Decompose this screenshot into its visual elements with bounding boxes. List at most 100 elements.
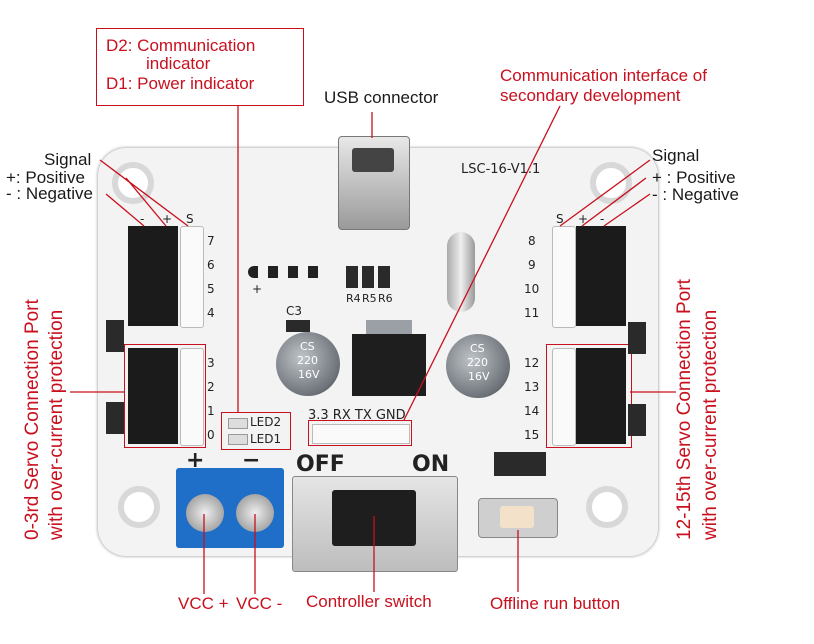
right-num-9: 9 bbox=[528, 258, 536, 272]
comm-header bbox=[312, 424, 410, 444]
led-highlight bbox=[221, 412, 291, 450]
label-signal-left: Signal bbox=[44, 150, 92, 169]
mounting-hole-bottom-right bbox=[586, 486, 628, 528]
silk-r6: R6 bbox=[378, 292, 393, 305]
left-header-signal: S bbox=[186, 212, 194, 226]
terminal-screw-plus bbox=[186, 494, 224, 532]
left-num-4: 4 bbox=[207, 306, 215, 320]
leader-left-negative bbox=[105, 193, 145, 227]
electrolytic-capacitor-right bbox=[446, 334, 510, 398]
led-d1 bbox=[228, 434, 248, 445]
right-header-lower-white bbox=[552, 348, 576, 446]
voltage-regulator bbox=[352, 334, 426, 396]
label-right-port-line2: with over-current protection bbox=[700, 309, 721, 540]
label-comm-interface-1: Communication interface of bbox=[500, 66, 707, 85]
label-d2: D2: Communication bbox=[106, 36, 256, 55]
left-header-minus: - bbox=[140, 212, 145, 226]
crystal-oscillator bbox=[447, 232, 475, 312]
resistor-r4 bbox=[378, 266, 390, 288]
label-positive-left: +: Positive bbox=[6, 168, 85, 187]
mounting-hole-top-right bbox=[590, 162, 632, 204]
right-num-15: 15 bbox=[524, 428, 540, 442]
isp-pads bbox=[248, 266, 324, 278]
cap-right-line3: 16V bbox=[468, 370, 490, 383]
label-left-port-line1: 0-3rd Servo Connection Port bbox=[22, 299, 43, 540]
right-num-10: 10 bbox=[524, 282, 540, 296]
left-header-upper bbox=[128, 226, 178, 326]
label-positive-right: + : Positive bbox=[652, 168, 736, 187]
led-d2 bbox=[228, 418, 248, 429]
silk-led1: LED1 bbox=[250, 432, 282, 446]
silk-comm-pins: 3.3 RX TX GND bbox=[308, 408, 406, 423]
left-num-2: 2 bbox=[207, 380, 215, 394]
resistor-r5 bbox=[362, 266, 374, 288]
label-vcc-plus: VCC + bbox=[178, 594, 229, 613]
fuse-left-2 bbox=[106, 402, 124, 434]
silk-r5: R5 bbox=[362, 292, 377, 305]
isp-plus-mark: + bbox=[252, 282, 263, 296]
terminal-plus-mark: + bbox=[186, 448, 205, 473]
label-vcc-minus: VCC - bbox=[236, 594, 283, 613]
left-header-lower-white bbox=[180, 348, 204, 446]
capacitor-c3 bbox=[286, 320, 310, 332]
leader-left-signal bbox=[99, 159, 189, 227]
leader-comm bbox=[403, 105, 561, 421]
label-usb-connector: USB connector bbox=[324, 88, 439, 107]
left-num-7: 7 bbox=[207, 234, 215, 248]
leader-right-signal bbox=[559, 159, 651, 227]
right-header-upper bbox=[576, 226, 626, 326]
model-silkscreen: LSC-16-V1.1 bbox=[461, 162, 541, 177]
right-header-minus: - bbox=[600, 212, 605, 226]
right-num-13: 13 bbox=[524, 380, 540, 394]
right-header-lower bbox=[576, 348, 626, 444]
mounting-hole-bottom-left bbox=[118, 486, 160, 528]
leader-right-positive bbox=[581, 177, 647, 227]
silk-off: OFF bbox=[296, 452, 345, 477]
silk-led2: LED2 bbox=[250, 415, 282, 429]
right-header-signal: S bbox=[556, 212, 564, 226]
label-right-port-line1: 12-15th Servo Connection Port bbox=[674, 279, 695, 540]
right-num-11: 11 bbox=[524, 306, 540, 320]
resistor-r6 bbox=[346, 266, 358, 288]
label-d1: D1: Power indicator bbox=[106, 74, 255, 93]
indicator-legend-box bbox=[96, 28, 304, 106]
leader-left-positive bbox=[125, 177, 167, 227]
right-port-highlight bbox=[546, 344, 632, 448]
label-left-port-line2: with over-current protection bbox=[46, 309, 67, 540]
terminal-minus-mark: − bbox=[242, 448, 261, 473]
cap-left-line3: 16V bbox=[298, 368, 320, 381]
right-num-14: 14 bbox=[524, 404, 540, 418]
silk-r4: R4 bbox=[346, 292, 361, 305]
label-signal-right: Signal bbox=[652, 146, 700, 165]
label-d2-cont: indicator bbox=[146, 54, 211, 73]
smd-component-top-right bbox=[494, 452, 546, 476]
cap-right-line1: CS bbox=[470, 342, 485, 355]
left-header-lower bbox=[128, 348, 178, 444]
left-header-upper-white bbox=[180, 226, 204, 328]
left-port-highlight bbox=[124, 344, 206, 448]
label-offline-run-button: Offline run button bbox=[490, 594, 621, 613]
electrolytic-capacitor-left bbox=[276, 332, 340, 396]
silk-c3: C3 bbox=[286, 304, 303, 318]
right-num-8: 8 bbox=[528, 234, 536, 248]
right-num-12: 12 bbox=[524, 356, 540, 370]
label-negative-left: - : Negative bbox=[6, 184, 93, 203]
right-header-upper-white bbox=[552, 226, 576, 328]
cap-left-line2: 220 bbox=[297, 354, 318, 367]
fuse-right-2 bbox=[628, 404, 646, 436]
silk-on: ON bbox=[412, 452, 450, 477]
fuse-right-1 bbox=[628, 322, 646, 354]
left-header-plus: + bbox=[162, 212, 173, 226]
label-controller-switch: Controller switch bbox=[306, 592, 432, 611]
label-comm-interface-2: secondary development bbox=[500, 86, 681, 105]
label-negative-right: - : Negative bbox=[652, 185, 739, 204]
offline-run-button-cap[interactable] bbox=[500, 506, 534, 528]
cap-right-line2: 220 bbox=[467, 356, 488, 369]
usb-port-opening bbox=[352, 148, 394, 172]
leader-right-negative bbox=[603, 193, 651, 227]
cap-left-line1: CS bbox=[300, 340, 315, 353]
left-num-3: 3 bbox=[207, 356, 215, 370]
left-num-0: 0 bbox=[207, 428, 215, 442]
comm-header-highlight bbox=[308, 420, 412, 446]
